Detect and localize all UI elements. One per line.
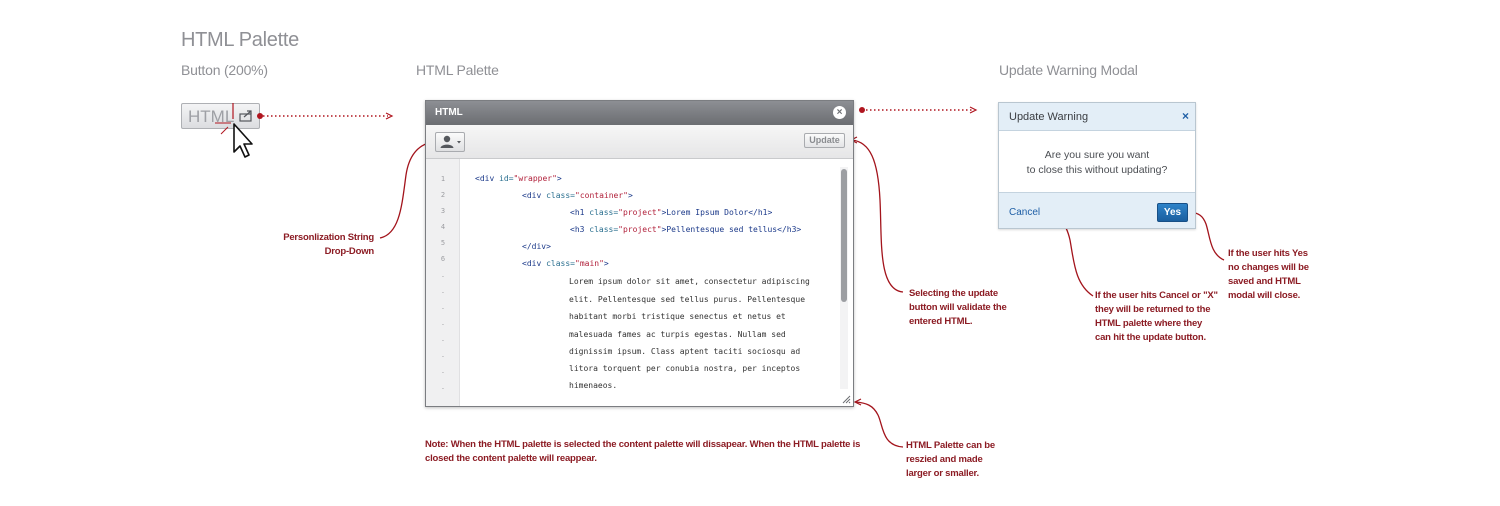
modal-message: Are you sure you want to close this with… [999,148,1195,178]
code-line: </div> [522,242,551,251]
code-text-line: dignissim ipsum. Class aptent taciti soc… [569,347,801,356]
line-number: 3 [440,207,446,215]
line-number-gutter: 1 2 3 4 5 6 . . . . . . . . [426,159,460,406]
line-number: . [440,383,446,391]
update-button[interactable]: Update [804,133,845,148]
html-button-label: HTML [188,107,235,126]
scrollbar-thumb[interactable] [841,169,847,302]
code-line: <div class="main"> [522,259,609,268]
line-number: 4 [440,223,446,231]
modal-title: Update Warning [1009,111,1089,123]
annotation-yes: If the user hits Yes no changes will be … [1228,248,1309,301]
personalization-dropdown[interactable] [435,132,465,152]
annotation-update: Selecting the update button will validat… [909,288,1007,327]
line-number: . [440,287,446,295]
code-line: <h1 class="project">Lorem Ipsum Dolor</h… [570,208,773,217]
external-link-icon [237,108,255,124]
line-number: . [440,335,446,343]
modal-message-line: Are you sure you want [1044,149,1150,161]
annotation-cancel: If the user hits Cancel or "X" they will… [1095,290,1218,343]
cancel-link[interactable]: Cancel [1009,207,1041,218]
modal-message-line: to close this without updating? [1026,164,1168,176]
code-text-line: malesuada fames ac turpis egestas. Nulla… [569,330,786,339]
code-line: <div id="wrapper"> [475,174,562,183]
code-text-line: litora torquent per conubia nostra, per … [569,364,801,373]
code-text-line: Lorem ipsum dolor sit amet, consectetur … [569,277,810,286]
line-number: 5 [440,239,446,247]
modal-section-heading: Update Warning Modal [999,62,1138,78]
palette-title: HTML [435,107,463,118]
line-number: 6 [440,255,446,263]
code-text-line: himenaeos. [569,381,618,390]
palette-toolbar: Update [426,125,853,159]
line-number: 1 [440,175,446,183]
code-line: <div class="container"> [522,191,633,200]
html-palette-window: HTML × Update 1 2 3 4 5 6 . . . . . . . [425,100,854,407]
update-warning-modal: Update Warning × Are you sure you want t… [998,102,1196,229]
line-number: . [440,303,446,311]
code-text-line: habitant morbi tristique senectus et net… [569,312,786,321]
annotation-personalization: Personlization String Drop-Down [283,232,374,257]
close-icon[interactable]: × [1181,109,1189,123]
palette-title-bar[interactable]: HTML × [426,101,853,125]
button-section-heading: Button (200%) [181,62,268,78]
line-number: 2 [440,191,446,199]
line-number: . [440,319,446,327]
line-number: . [440,351,446,359]
code-line: <h3 class="project">Pellentesque sed tel… [570,225,802,234]
palette-section-heading: HTML Palette [416,62,499,78]
annotation-note: Note: When the HTML palette is selected … [425,439,861,464]
annotation-resize: HTML Palette can be reszied and made lar… [906,440,995,479]
line-number: . [440,271,446,279]
code-editor[interactable]: 1 2 3 4 5 6 . . . . . . . . <div id="wra… [426,159,853,406]
yes-button[interactable]: Yes [1157,203,1188,222]
modal-header: Update Warning × [999,103,1195,131]
modal-footer: Cancel Yes [999,192,1195,228]
code-text-line: elit. Pellentesque sed tellus purus. Pel… [569,295,806,304]
page-title: HTML Palette [181,29,299,51]
close-circle-icon[interactable]: × [833,106,846,119]
resize-handle-icon[interactable] [841,394,851,404]
line-number: . [440,367,446,375]
user-dropdown-icon [440,135,461,148]
